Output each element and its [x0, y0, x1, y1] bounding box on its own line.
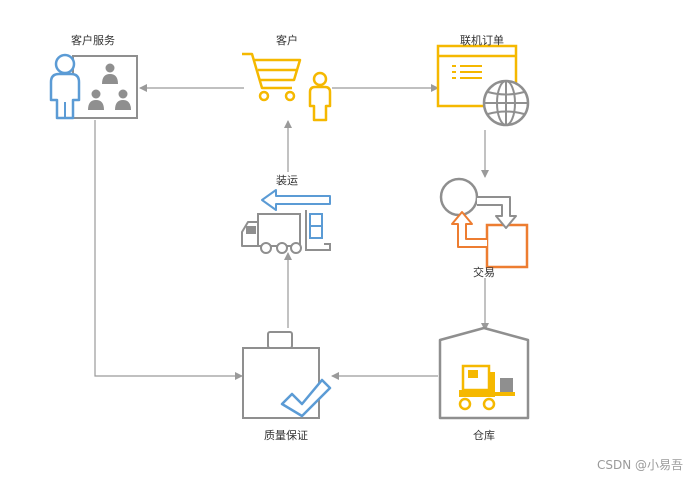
- label-warehouse: 仓库: [473, 429, 495, 442]
- label-quality-assurance: 质量保证: [264, 429, 308, 442]
- warehouse-icon: [438, 326, 530, 420]
- customer-service-icon: [49, 53, 138, 120]
- online-order-icon: [436, 44, 530, 127]
- watermark: CSDN @小易吾: [596, 458, 683, 472]
- customer-person-icon: [308, 71, 332, 122]
- delivery-truck-icon: [241, 189, 331, 254]
- label-transaction: 交易: [473, 266, 495, 279]
- label-online-order: 联机订单: [460, 34, 504, 47]
- quality-assurance-icon: [242, 331, 332, 419]
- label-customer-service: 客户服务: [71, 34, 115, 47]
- label-customer: 客户: [276, 34, 298, 47]
- connectors: [94, 84, 489, 380]
- shopping-cart-icon: [242, 52, 302, 102]
- transaction-icon: [439, 177, 529, 269]
- arrow-service-to-quality: [94, 120, 243, 380]
- label-shipping: 装运: [276, 174, 298, 187]
